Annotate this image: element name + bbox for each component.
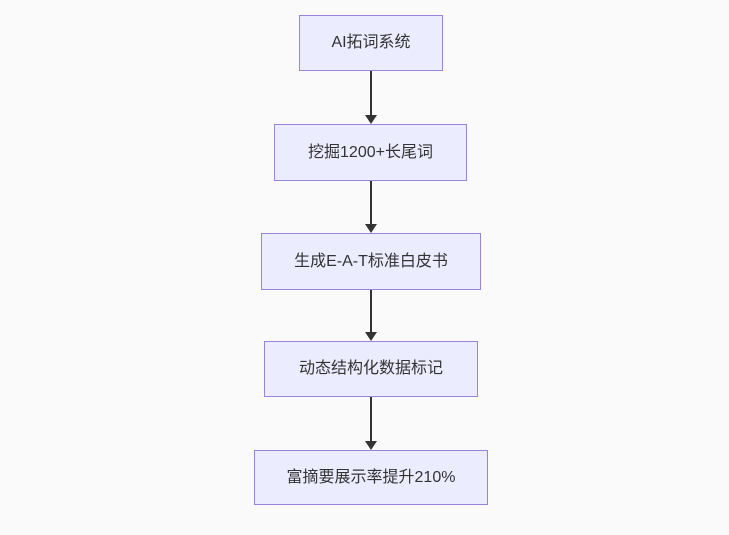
- flowchart-node-longtail-mining: 挖掘1200+长尾词: [274, 124, 467, 181]
- node-label: AI拓词系统: [331, 34, 411, 52]
- arrow-line: [370, 397, 372, 442]
- arrow-head: [365, 115, 377, 124]
- arrow-line: [370, 181, 372, 225]
- arrow-down-icon: [365, 290, 377, 341]
- arrow-head: [365, 332, 377, 341]
- flowchart-node-structured-data-markup: 动态结构化数据标记: [264, 341, 478, 397]
- node-label: 富摘要展示率提升210%: [286, 468, 456, 486]
- arrow-head: [365, 224, 377, 233]
- node-label: 挖掘1200+长尾词: [308, 143, 433, 161]
- arrow-down-icon: [365, 71, 377, 124]
- arrow-down-icon: [365, 181, 377, 233]
- flowchart-node-eat-whitepaper: 生成E-A-T标准白皮书: [261, 233, 481, 290]
- arrow-line: [370, 290, 372, 333]
- flowchart-node-rich-snippet-result: 富摘要展示率提升210%: [254, 450, 488, 505]
- flowchart-node-ai-word-expansion: AI拓词系统: [299, 15, 443, 71]
- node-label: 生成E-A-T标准白皮书: [294, 252, 448, 270]
- arrow-down-icon: [365, 397, 377, 450]
- arrow-line: [370, 71, 372, 116]
- node-label: 动态结构化数据标记: [298, 360, 443, 378]
- arrow-head: [365, 441, 377, 450]
